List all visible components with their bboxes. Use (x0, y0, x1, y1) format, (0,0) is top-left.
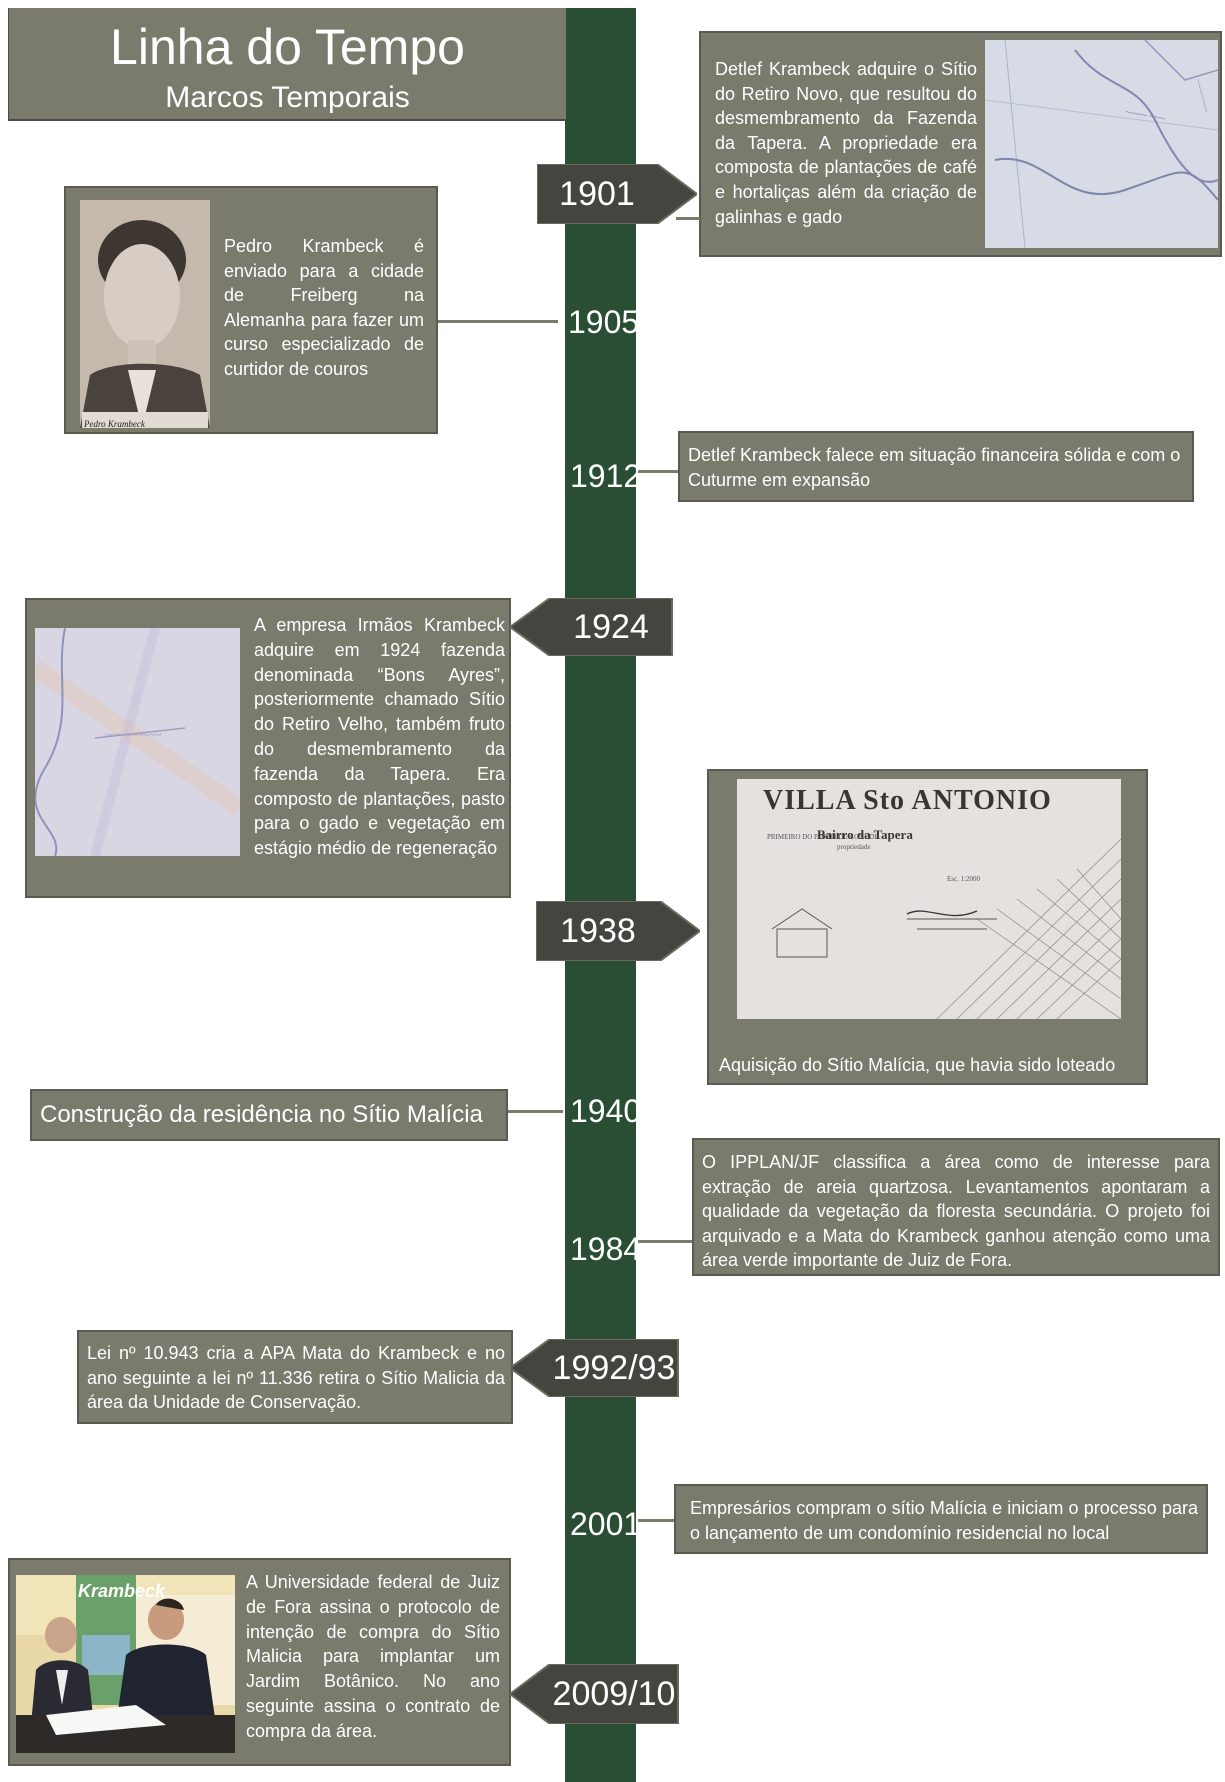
map-image: Esc. 1:2000 PRIMEIRO DO PORTO DE AGNUDE … (737, 779, 1121, 1019)
year-label-1940: 1940 (570, 1093, 642, 1129)
event-card-2009-10: Krambeck A Universidade federal de Juiz … (8, 1558, 511, 1766)
signing-photo: Krambeck (16, 1575, 235, 1753)
event-text: Lei nº 10.943 cria a APA Mata do Krambec… (87, 1343, 505, 1413)
event-text: A empresa Irmãos Krambeck adquire em 192… (254, 615, 505, 859)
event-text: Construção da residência no Sítio Malíci… (40, 1101, 483, 1128)
event-text: A Universidade federal de Juiz de Fora a… (246, 1572, 500, 1741)
event-text: Pedro Krambeck é enviado para a cidade d… (224, 236, 424, 379)
year-label-2001: 2001 (570, 1506, 642, 1542)
connector-2001 (638, 1519, 674, 1522)
year-label-1984: 1984 (570, 1231, 642, 1267)
event-card-1992-93: Lei nº 10.943 cria a APA Mata do Krambec… (77, 1330, 513, 1424)
event-card-1912: Detlef Krambeck falece em situação finan… (678, 431, 1194, 502)
portrait-photo: Pedro Krambeck (80, 200, 210, 428)
photo-caption: Pedro Krambeck (84, 419, 145, 428)
year-label-1905: 1905 (568, 304, 640, 340)
year-label-1912: 1912 (570, 458, 642, 494)
event-card-1940: Construção da residência no Sítio Malíci… (30, 1089, 508, 1141)
connector-1905 (438, 320, 558, 323)
map-image: ~~~~ ~~~ ~~~~~~~ (985, 40, 1218, 248)
connector-1984 (638, 1240, 692, 1243)
svg-text:propriedade: propriedade (837, 843, 870, 851)
year-flag-1992-93: 1992/93 (510, 1339, 680, 1397)
map-image: ~~~ ~~~~~~ (35, 628, 240, 856)
timeline-spine (565, 8, 636, 1782)
event-text: Detlef Krambeck adquire o Sítio do Retir… (715, 59, 977, 227)
event-card-1901: Detlef Krambeck adquire o Sítio do Retir… (699, 31, 1222, 257)
event-card-1984: O IPPLAN/JF classifica a área como de in… (692, 1138, 1220, 1276)
event-text: Aquisição do Sítio Malícia, que havia si… (719, 1055, 1116, 1075)
event-card-1924: ~~~ ~~~~~~ A empresa Irmãos Krambeck adq… (25, 598, 511, 898)
event-text: Detlef Krambeck falece em situação finan… (688, 445, 1181, 490)
svg-text:PRIMEIRO DO PORTO DE AGNUDE: PRIMEIRO DO PORTO DE AGNUDE (767, 833, 878, 841)
connector-1940 (508, 1110, 563, 1113)
event-text: O IPPLAN/JF classifica a área como de in… (702, 1152, 1210, 1271)
event-text: Empresários compram o sítio Malícia e in… (690, 1498, 1198, 1543)
page-subtitle: Marcos Temporais (165, 81, 410, 114)
banner-text: Krambeck (78, 1581, 166, 1601)
svg-text:~~~ ~~~~~~: ~~~ ~~~~~~ (105, 729, 161, 741)
year-flag-1901: 1901 (537, 164, 697, 224)
page-title: Linha do Tempo (110, 19, 465, 75)
year-flag-1924: 1924 (510, 598, 674, 656)
svg-text:Esc. 1:2000: Esc. 1:2000 (947, 875, 981, 883)
map-title: VILLA Sto ANTONIO (763, 785, 1052, 816)
event-card-2001: Empresários compram o sítio Malícia e in… (674, 1484, 1208, 1554)
event-card-1938: Esc. 1:2000 PRIMEIRO DO PORTO DE AGNUDE … (707, 769, 1148, 1085)
event-card-1905: Pedro Krambeck Pedro Krambeck é enviado … (64, 186, 438, 434)
header-banner: Linha do Tempo Marcos Temporais (8, 8, 566, 121)
connector-1912 (638, 470, 678, 473)
year-flag-1938: 1938 (536, 901, 700, 961)
connector-1901 (676, 217, 700, 220)
map-subtitle: Bairro da Tapera (817, 827, 913, 842)
year-flag-2009-10: 2009/10 (510, 1664, 680, 1724)
